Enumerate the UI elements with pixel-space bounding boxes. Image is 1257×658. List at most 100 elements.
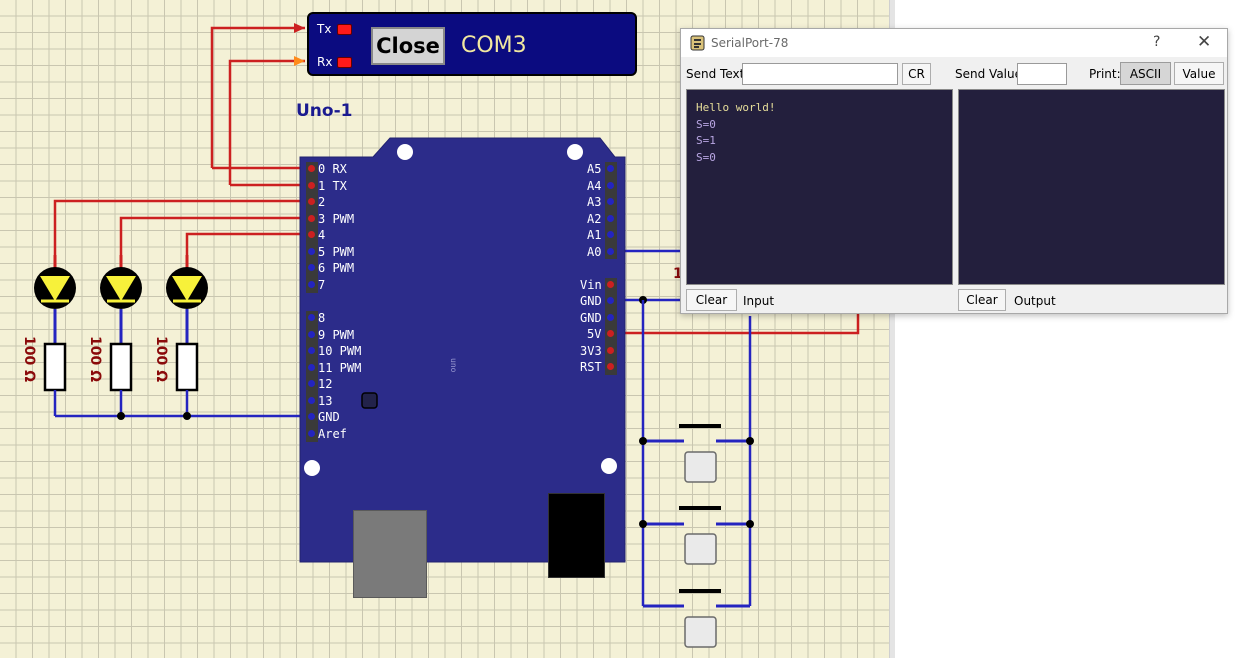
output-console[interactable] <box>958 89 1225 285</box>
send-value-input[interactable] <box>1017 63 1067 85</box>
tx-arrow <box>294 23 305 33</box>
serial-port-app-icon <box>690 35 705 51</box>
rx-label: Rx <box>317 55 333 69</box>
pin-label: A5 <box>587 162 602 176</box>
window-close-button[interactable]: ✕ <box>1197 32 1212 52</box>
pin-dot[interactable] <box>607 248 614 255</box>
led-2 <box>100 255 142 344</box>
pin-dot[interactable] <box>308 430 315 437</box>
pin-dot[interactable] <box>607 215 614 222</box>
circuit-diagram <box>34 23 860 648</box>
usb-connector <box>353 510 427 598</box>
resistor-3 <box>175 342 199 392</box>
console-line: S=0 <box>696 117 716 131</box>
rx-led-indicator <box>337 57 352 68</box>
pin-label: GND <box>318 410 340 424</box>
board-chip-label: uno <box>449 358 458 373</box>
pin-dot[interactable] <box>607 231 614 238</box>
pin-dot[interactable] <box>308 182 315 189</box>
resistor-3-label: 100 Ω <box>153 336 169 382</box>
pin-label: 12 <box>318 377 333 391</box>
pin-label: A1 <box>587 228 602 242</box>
rx-arrow <box>294 56 305 66</box>
clear-input-button[interactable]: Clear <box>686 289 737 311</box>
pin-dot[interactable] <box>308 397 315 404</box>
pin-dot[interactable] <box>308 231 315 238</box>
pin-dot[interactable] <box>308 198 315 205</box>
pin-dot[interactable] <box>607 281 614 288</box>
pin-label: A2 <box>587 212 602 226</box>
pin-dot[interactable] <box>607 347 614 354</box>
pin-label: 5V <box>587 327 602 341</box>
pin-dot[interactable] <box>607 330 614 337</box>
window-title: SerialPort-78 <box>711 36 789 50</box>
output-label: Output <box>1014 294 1056 308</box>
pin-label: 6 PWM <box>318 261 355 275</box>
send-text-input[interactable] <box>742 63 898 85</box>
clear-output-button[interactable]: Clear <box>958 289 1006 311</box>
pin-label: 9 PWM <box>318 328 355 342</box>
pin-dot[interactable] <box>607 314 614 321</box>
pin-label: Vin <box>580 278 602 292</box>
canvas-border <box>889 0 895 658</box>
value-button[interactable]: Value <box>1174 62 1224 85</box>
pin-label: 11 PWM <box>318 361 362 375</box>
input-console-text: Hello world! S=0 S=1 S=0 <box>696 100 775 166</box>
cr-button[interactable]: CR <box>902 63 931 85</box>
pin-dot[interactable] <box>308 380 315 387</box>
resistor-2 <box>109 342 133 392</box>
led3-wire <box>185 232 310 255</box>
pin-dot[interactable] <box>308 314 315 321</box>
input-label: Input <box>743 294 775 308</box>
input-console[interactable]: Hello world! S=0 S=1 S=0 <box>686 89 953 285</box>
ascii-button[interactable]: ASCII <box>1120 62 1171 85</box>
serialport-window[interactable]: SerialPort-78 ? ✕ Send Text: CR Send Val… <box>680 28 1228 314</box>
pin-label: 8 <box>318 311 326 325</box>
push-button-2 <box>639 506 754 565</box>
pin-dot[interactable] <box>607 363 614 370</box>
help-button[interactable]: ? <box>1153 34 1161 50</box>
tx-led-indicator <box>337 24 352 35</box>
pin-label: 13 <box>318 394 333 408</box>
print-label: Print: <box>1089 67 1121 81</box>
pin-label: 2 <box>318 195 326 209</box>
push-button-1 <box>639 424 754 483</box>
pin-dot[interactable] <box>607 182 614 189</box>
tx-label: Tx <box>317 22 332 36</box>
pin-label: 1 TX <box>318 179 347 193</box>
rx-wire <box>228 59 305 185</box>
pin-dot[interactable] <box>308 215 315 222</box>
pin-dot[interactable] <box>308 281 315 288</box>
console-line: Hello world! <box>696 101 776 114</box>
board-title: Uno-1 <box>296 101 353 121</box>
led-3 <box>166 255 208 344</box>
resistor-1 <box>43 342 67 392</box>
pin-label: A0 <box>587 245 602 259</box>
close-port-button[interactable]: Close <box>371 27 445 65</box>
pin-label: GND <box>580 311 602 325</box>
pin-dot[interactable] <box>607 297 614 304</box>
send-value-label: Send Value: <box>955 67 1027 81</box>
window-titlebar[interactable]: SerialPort-78 ? ✕ <box>681 29 1227 57</box>
led-1 <box>34 255 76 344</box>
resistor-2-label: 100 Ω <box>87 336 103 382</box>
pin-dot[interactable] <box>607 198 614 205</box>
pin-label: RST <box>580 360 602 374</box>
pin-label: A4 <box>587 179 602 193</box>
pin-dot[interactable] <box>308 264 315 271</box>
pin-dot[interactable] <box>308 331 315 338</box>
pin-dot[interactable] <box>308 364 315 371</box>
pin-dot[interactable] <box>308 413 315 420</box>
led1-wire <box>53 199 310 255</box>
tx-wire <box>210 26 305 168</box>
pin-label: Aref <box>318 427 347 441</box>
serial-port-component[interactable]: Tx Rx Close COM3 <box>307 12 637 76</box>
pin-dot[interactable] <box>308 347 315 354</box>
send-text-label: Send Text: <box>686 67 749 81</box>
pin-dot[interactable] <box>308 165 315 172</box>
led2-wire <box>119 216 310 255</box>
pin-dot[interactable] <box>607 165 614 172</box>
console-line: S=1 <box>696 134 716 147</box>
pin-dot[interactable] <box>308 248 315 255</box>
console-line: S=0 <box>696 150 716 164</box>
